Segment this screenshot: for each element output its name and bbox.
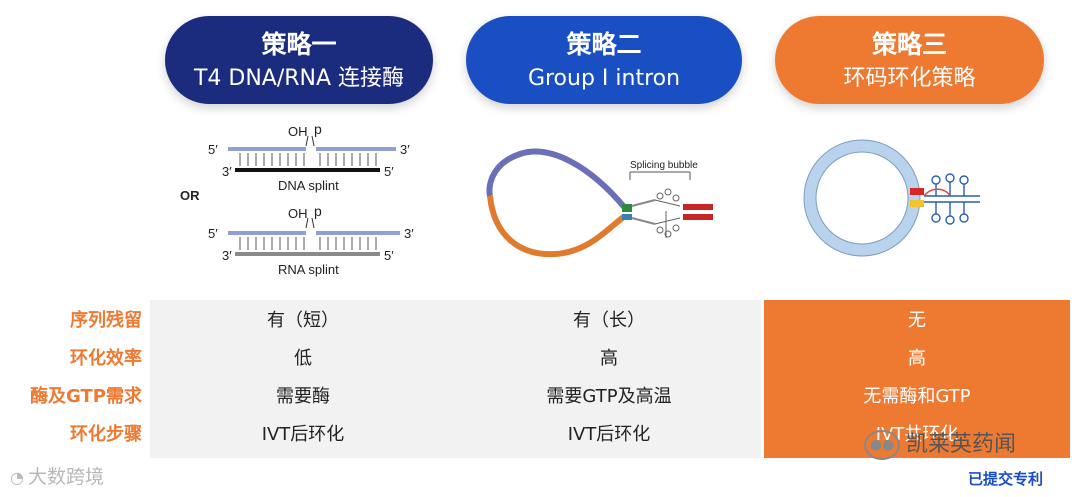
cell-strategy-1: IVT后环化 <box>261 424 345 445</box>
watermark-right: ●●凯莱英药闻 <box>864 426 1016 460</box>
base-pair-ticks-bottom <box>239 237 377 250</box>
rna-splint-strand <box>235 252 380 256</box>
three-prime-label-3: 3′ <box>404 226 414 241</box>
cell-strategy-2: 有（长） <box>573 310 645 331</box>
strategy-3-subtitle: 环码环化策略 <box>843 66 976 91</box>
cell-strategy-2: 需要GTP及高温 <box>546 386 672 407</box>
rna-strand-left-2 <box>228 231 306 235</box>
strategy-1-header: 策略一 T4 DNA/RNA 连接酶 <box>165 16 433 104</box>
cell-strategy-1: 需要酶 <box>276 386 330 407</box>
three-prime-label-2: 3′ <box>222 164 232 179</box>
row-label: 环化效率 <box>70 348 142 369</box>
rna-splint-label: RNA splint <box>278 262 339 277</box>
splicing-bubble-structure <box>654 188 681 238</box>
watermark-left: ◔大数跨境 <box>10 462 104 489</box>
table-bg-strategy-3 <box>764 300 1070 458</box>
circrna-ring <box>804 140 920 256</box>
cell-strategy-2: IVT后环化 <box>567 424 651 445</box>
or-label: OR <box>180 188 200 203</box>
three-prime-label-4: 3′ <box>222 248 232 263</box>
cell-strategy-3: 无需酶和GTP <box>863 386 971 407</box>
table-row: 酶及GTP需求 需要酶 需要GTP及高温 无需酶和GTP <box>0 378 1080 416</box>
cell-strategy-1: 有（短） <box>267 310 339 331</box>
loop-upper-strand <box>486 148 628 210</box>
strategy-2-subtitle: Group I intron <box>527 66 681 91</box>
p-label-top: p <box>314 121 322 137</box>
cell-strategy-2: 高 <box>600 348 618 369</box>
oh-label-top: OH <box>288 124 308 139</box>
strategy-2-header: 策略二 Group I intron <box>466 16 742 104</box>
row-label: 环化步骤 <box>70 424 142 445</box>
watermark-right-text: 凯莱英药闻 <box>906 432 1017 457</box>
cell-strategy-3: 无 <box>908 310 926 331</box>
base-pair-ticks-top <box>239 153 377 166</box>
three-prime-label: 3′ <box>400 142 410 157</box>
five-prime-label: 5′ <box>208 142 218 157</box>
row-label: 序列残留 <box>70 310 142 331</box>
splicing-bubble-label: Splicing bubble <box>630 160 698 171</box>
rna-strand-left <box>228 147 306 151</box>
hairpin-structure <box>923 173 980 225</box>
dna-splint-strand <box>235 168 380 172</box>
group-i-intron-diagram: Splicing bubble <box>486 148 713 258</box>
wechat-icon: ●● <box>864 430 900 460</box>
strategy-1-title: 策略一 <box>261 30 337 59</box>
comparison-table: 序列残留 有（短） 有（长） 无 环化效率 低 高 高 酶及GTP需求 需要酶 … <box>0 300 1080 460</box>
five-prime-label-3: 5′ <box>208 226 218 241</box>
watermark-left-text: 大数跨境 <box>27 466 104 488</box>
exon-junction-blue <box>622 214 632 220</box>
rna-strand-right <box>316 147 396 151</box>
ligase-splint-diagram: OH p 5′ 3′ 3′ 5′ DNA splint OR OH p 5′ 3… <box>180 121 414 277</box>
row-label: 酶及GTP需求 <box>30 386 142 407</box>
table-bg-strategies-1-2 <box>150 300 761 458</box>
dna-splint-label: DNA splint <box>278 178 339 193</box>
strategy-3-header: 策略三 环码环化策略 <box>775 16 1044 104</box>
loop-lower-strand <box>487 195 627 258</box>
camera-icon: ◔ <box>10 468 24 487</box>
p-label-bottom: p <box>314 203 322 219</box>
five-prime-label-4: 5′ <box>384 248 394 263</box>
table-row: 环化效率 低 高 高 <box>0 340 1080 378</box>
cell-strategy-1: 低 <box>294 348 312 369</box>
oh-label-bottom: OH <box>288 206 308 221</box>
bubble-bracket <box>629 171 691 180</box>
cell-strategy-3: 高 <box>908 348 926 369</box>
table-row: 序列残留 有（短） 有（长） 无 <box>0 302 1080 340</box>
strategy-3-title: 策略三 <box>871 30 947 59</box>
junction-yellow <box>910 200 924 207</box>
rna-strand-right-2 <box>316 231 400 235</box>
patent-tag: 已提交专利 <box>968 470 1044 488</box>
intron-arm-top <box>683 204 713 210</box>
circular-rna-diagram <box>803 139 980 257</box>
junction-red <box>910 188 924 195</box>
table-row: 环化步骤 IVT后环化 IVT后环化 IVT共环化 <box>0 416 1080 454</box>
intron-arm-bottom <box>683 214 713 220</box>
exon-junction-green <box>622 204 632 212</box>
strategy-2-title: 策略二 <box>566 30 642 59</box>
strategy-1-subtitle: T4 DNA/RNA 连接酶 <box>193 66 405 91</box>
five-prime-label-2: 5′ <box>384 164 394 179</box>
